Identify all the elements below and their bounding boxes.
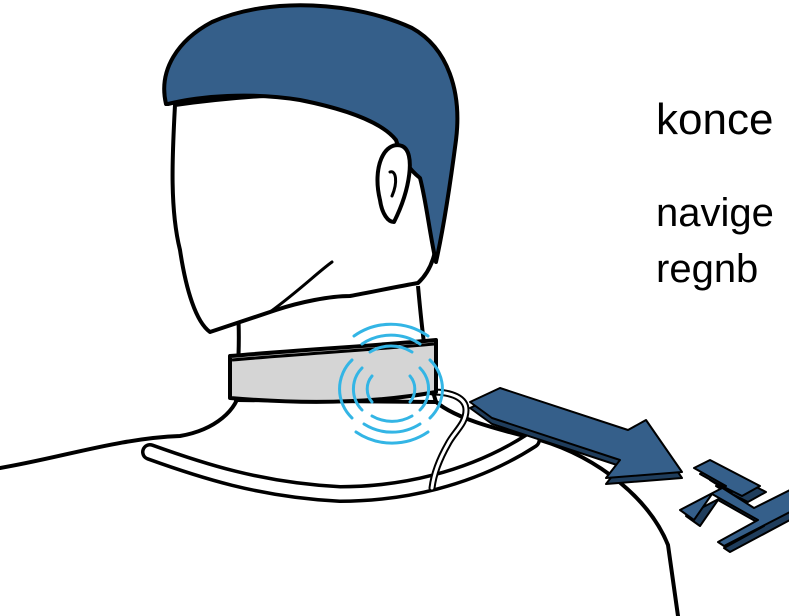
caption-line-1: navige bbox=[656, 190, 774, 236]
north-letter-icon bbox=[680, 460, 789, 552]
caption-line-2: regnb bbox=[656, 246, 758, 292]
caption-title: konce bbox=[656, 94, 773, 146]
